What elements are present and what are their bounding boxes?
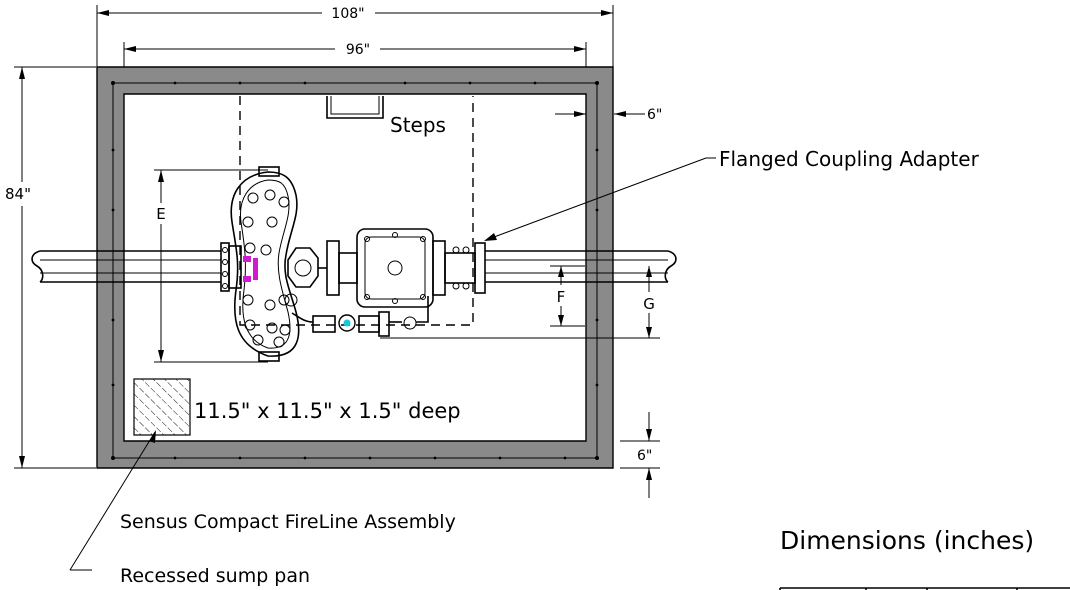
steps: Steps bbox=[326, 96, 446, 137]
steps-label: Steps bbox=[390, 113, 446, 137]
flanged-coupling-callout: Flanged Coupling Adapter bbox=[484, 147, 980, 241]
sump-pan: 11.5" x 11.5" x 1.5" deep bbox=[133, 378, 461, 436]
outer-width-label: 108" bbox=[331, 6, 364, 22]
dim-wall-side: 6" bbox=[555, 107, 662, 123]
access-opening bbox=[239, 96, 474, 326]
flanged-coupling-label: Flanged Coupling Adapter bbox=[719, 147, 980, 171]
dim-inner-width: 96" bbox=[123, 42, 587, 82]
dim-f: F bbox=[550, 265, 585, 327]
dim-g: G bbox=[380, 266, 660, 339]
dim-height: 84" bbox=[5, 66, 96, 469]
dim-e: E bbox=[154, 169, 268, 363]
wall-bottom-label: 6" bbox=[637, 448, 652, 464]
sump-size-label: 11.5" x 11.5" x 1.5" deep bbox=[194, 399, 461, 423]
dim-wall-bottom: 6" bbox=[620, 412, 660, 498]
e-label: E bbox=[156, 205, 165, 223]
sump-callout bbox=[69, 430, 156, 571]
pipe bbox=[31, 250, 677, 283]
height-label: 84" bbox=[5, 185, 31, 203]
dim-outer-width: 108" bbox=[96, 5, 614, 70]
f-label: F bbox=[557, 288, 566, 306]
sump-label: Recessed sump pan bbox=[120, 565, 310, 587]
assembly-label: Sensus Compact FireLine Assembly bbox=[120, 511, 456, 533]
inner-width-label: 96" bbox=[346, 42, 370, 58]
table-title: Dimensions (inches) bbox=[780, 526, 1034, 555]
vault-walls bbox=[96, 66, 614, 469]
wall-side-label: 6" bbox=[647, 107, 662, 123]
dimensions-table: Dimensions (inches) bbox=[779, 526, 1070, 590]
assembly bbox=[220, 166, 486, 362]
g-label: G bbox=[643, 295, 655, 313]
